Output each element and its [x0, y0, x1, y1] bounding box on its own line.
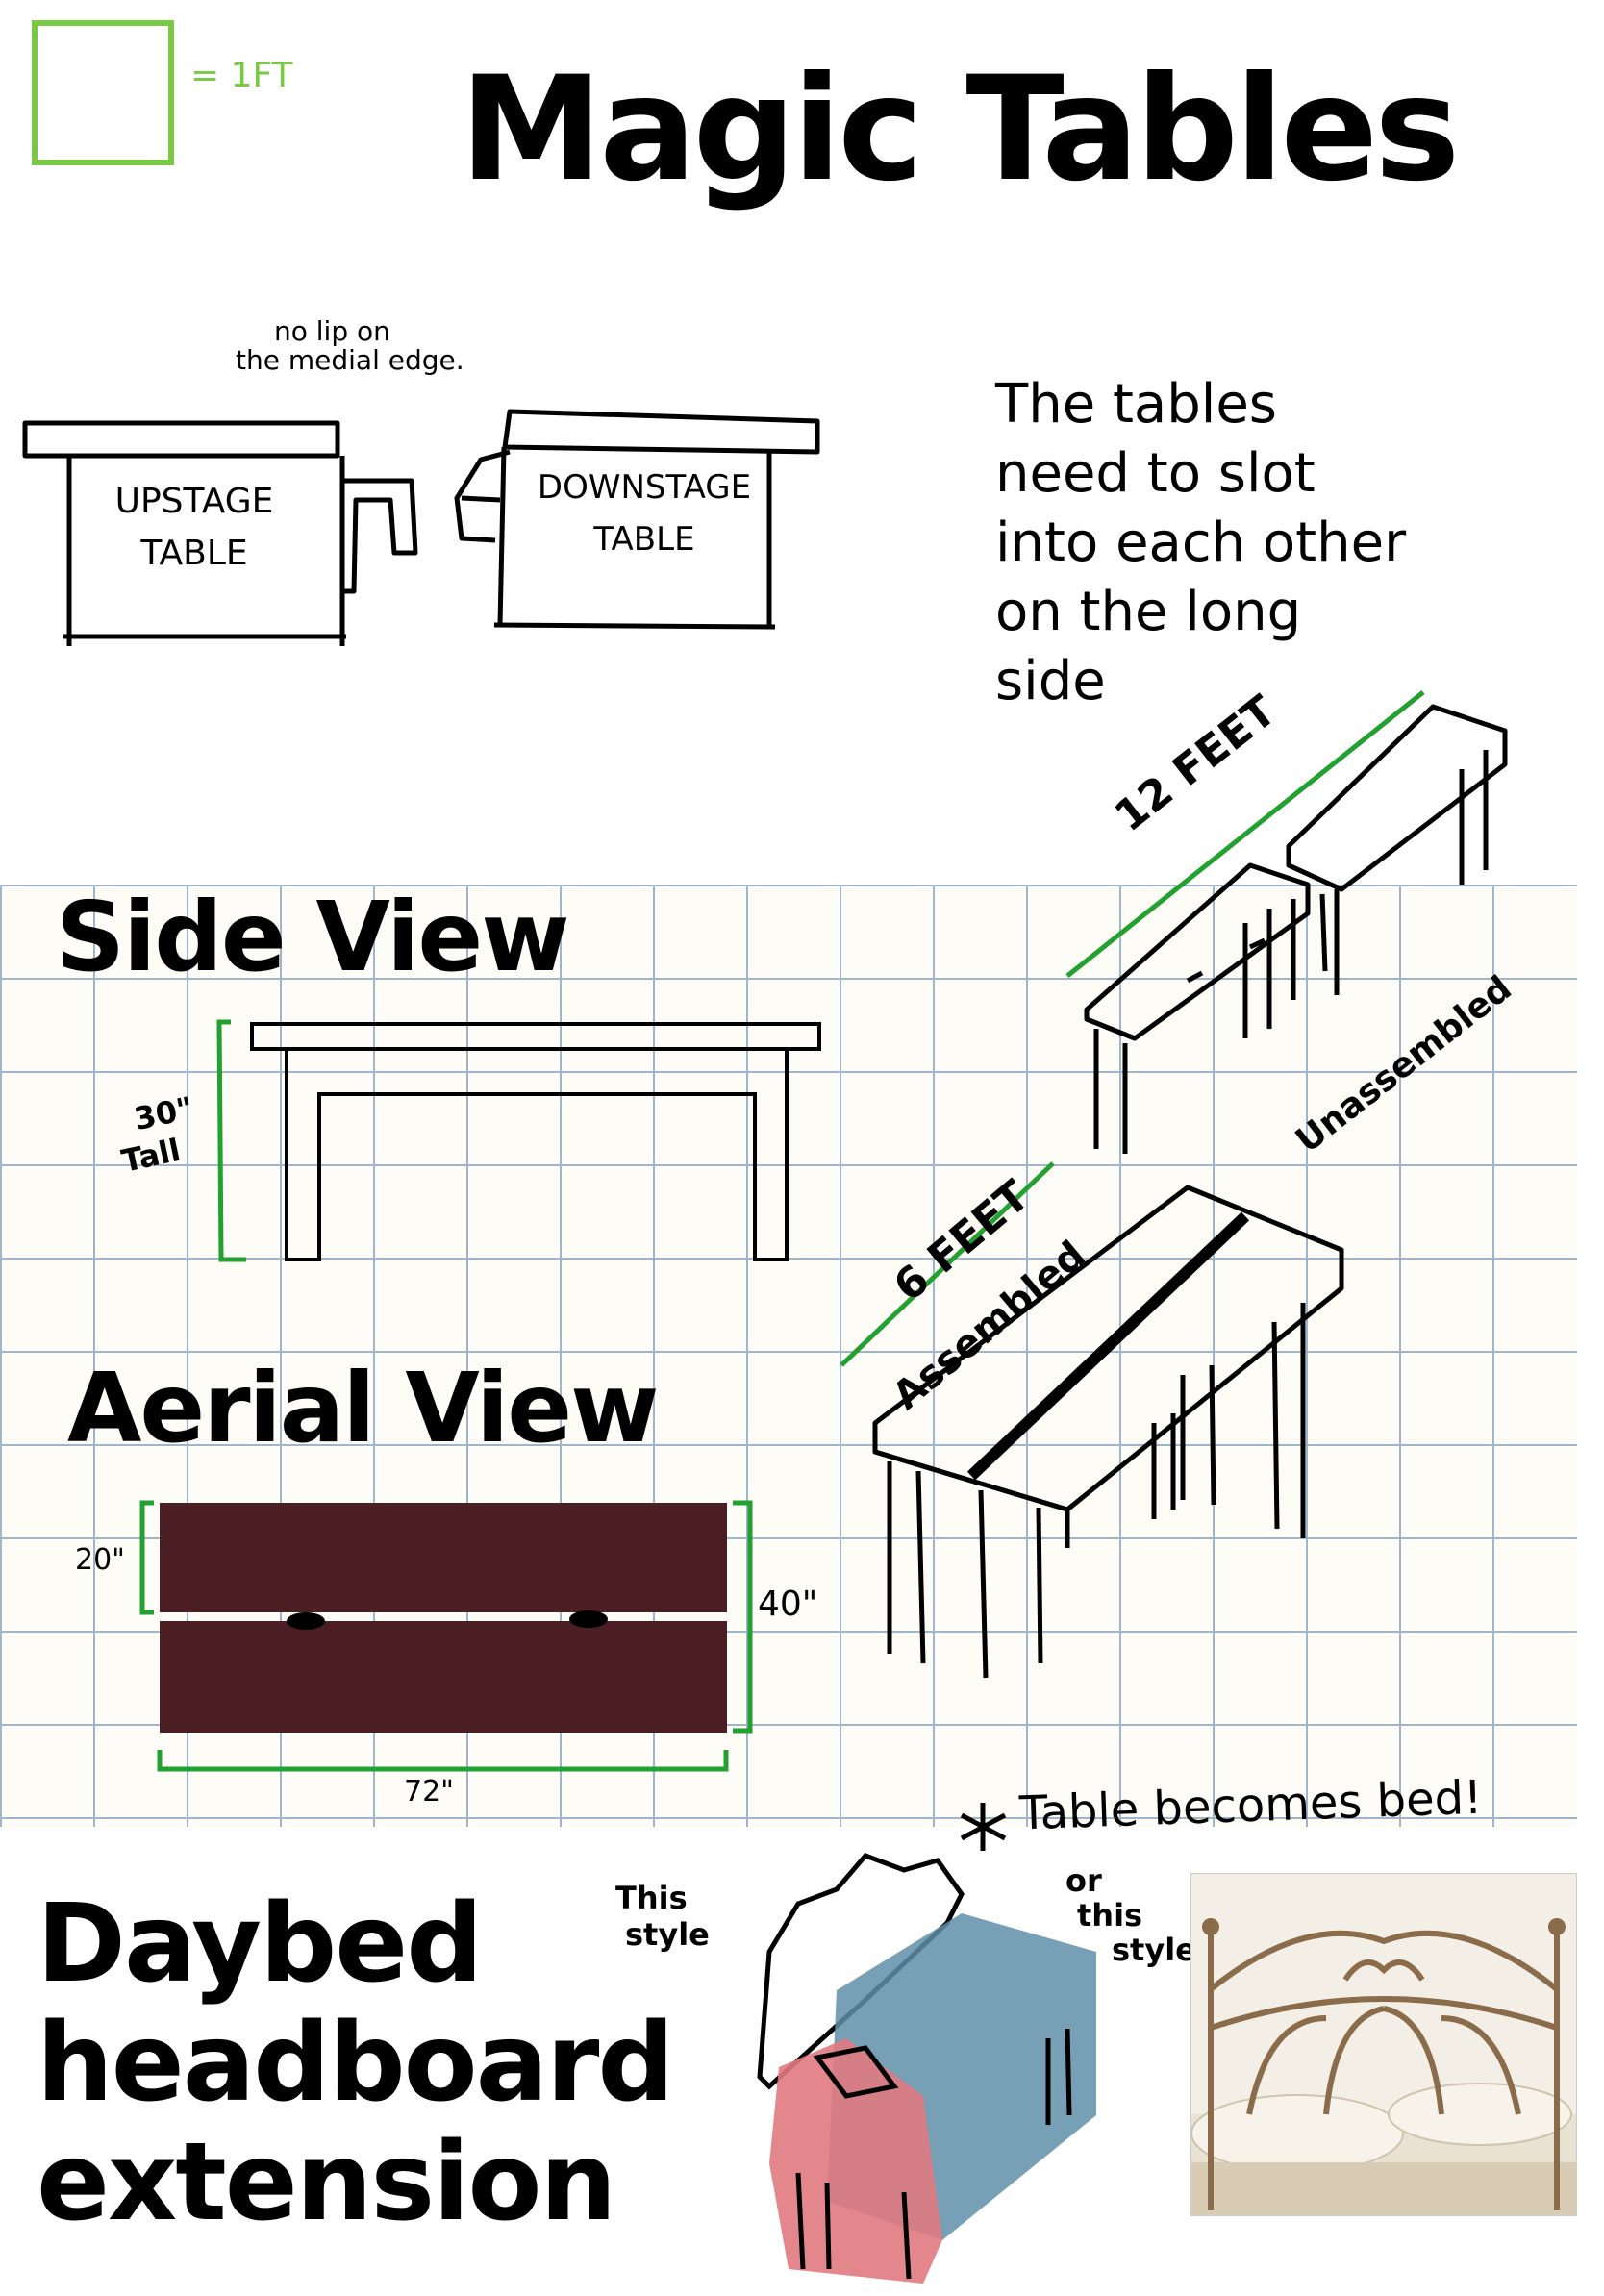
upstage-label-line-2: TABLE — [140, 534, 248, 573]
aerial-half-width-label: 20" — [75, 1543, 125, 1577]
note-this-style-line-1: This — [615, 1880, 688, 1916]
downstage-table-label: DOWNSTAGE TABLE — [519, 462, 769, 565]
note-slot-line-3: into each other — [995, 512, 1407, 574]
aerial-full-width-label: 40" — [758, 1585, 818, 1624]
assembled-length-line — [840, 1161, 1055, 1367]
headboard-reference-photo — [1190, 1873, 1577, 2216]
side-height-label: 30" Tall — [111, 1088, 205, 1181]
aerial-view-heading: Aerial View — [67, 1352, 659, 1464]
asterisk-mark — [960, 1803, 1007, 1851]
scale-square — [32, 20, 174, 165]
daybed-sketch — [757, 1853, 1096, 2284]
note-no-lip-line-2: the medial edge. — [236, 344, 464, 376]
side-view-table — [250, 1022, 821, 1261]
downstage-label-line-1: DOWNSTAGE — [537, 468, 752, 507]
daybed-heading-line-2: headboard — [37, 2001, 675, 2126]
downstage-table-sketch — [454, 409, 820, 630]
downstage-label-line-2: TABLE — [593, 520, 695, 559]
daybed-heading-line-3: extension — [37, 2120, 616, 2245]
upstage-table-sketch — [22, 420, 418, 646]
aerial-view-tabletop — [160, 1503, 727, 1733]
note-slot-line-4: on the long — [995, 581, 1302, 643]
note-no-lip-line-1: no lip on — [274, 315, 390, 347]
note-or-line-1: or — [1065, 1862, 1102, 1899]
note-slot-line-2: need to slot — [995, 442, 1316, 505]
note-or-line-3: style — [1112, 1932, 1196, 1968]
aerial-full-bracket — [733, 1500, 753, 1734]
upstage-label-line-1: UPSTAGE — [114, 482, 274, 521]
note-slot-line-5: side — [995, 650, 1106, 712]
aerial-length-bracket — [157, 1750, 729, 1772]
scale-label: = 1FT — [190, 56, 293, 95]
note-slot-line-1: The tables — [995, 373, 1277, 436]
upstage-table-label: UPSTAGE TABLE — [88, 476, 300, 580]
daybed-heading-line-1: Daybed — [37, 1882, 483, 2007]
headboard-illustration — [1191, 1874, 1576, 2215]
unassembled-length-line — [1065, 690, 1425, 978]
aerial-length-label: 72" — [404, 1775, 454, 1809]
unassembled-tables-sketch — [1084, 704, 1508, 1154]
side-view-heading: Side View — [56, 881, 570, 993]
note-this-style: This style — [615, 1880, 710, 1953]
note-this-style-line-2: style — [625, 1916, 710, 1953]
note-no-lip: no lip on the medial edge. — [236, 315, 464, 375]
aerial-half-bracket — [139, 1500, 154, 1615]
page-title: Magic Tables — [460, 46, 1460, 213]
note-slot: The tables need to slot into each other … — [995, 370, 1406, 716]
side-height-bracket — [216, 1019, 246, 1262]
note-or-line-2: this — [1077, 1897, 1143, 1934]
assembled-table-sketch — [872, 1185, 1344, 1679]
daybed-heading: Daybed headboard extension — [37, 1882, 675, 2245]
note-or-this-style: or this style — [1065, 1863, 1196, 1967]
